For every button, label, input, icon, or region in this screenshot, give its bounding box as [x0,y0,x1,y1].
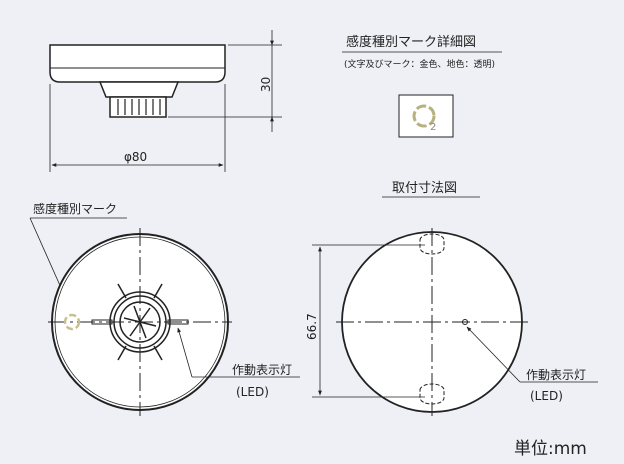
mount-title: 取付寸法図 [392,181,457,196]
side-view [49,44,226,118]
sensitivity-mark-icon: 2 [412,104,436,133]
front-led-sub: (LED) [236,385,269,399]
mount-view [336,228,530,416]
svg-text:2: 2 [430,122,436,133]
pitch-dimension [312,244,425,398]
front-view [48,228,232,416]
front-mark-icon [63,313,81,331]
front-led-label: 作動表示灯 [232,363,292,377]
mark-detail-box [398,94,454,138]
mark-label: 感度種別マーク [33,201,117,216]
mount-led-label: 作動表示灯 [526,368,586,382]
detail-title: 感度種別マーク詳細図 [346,34,476,50]
diameter-dimension [49,84,226,172]
diameter-dim-label: φ80 [124,150,147,164]
unit-label: 単位:mm [514,439,587,459]
detail-note: (文字及びマーク：金色、地色：透明) [344,58,495,70]
height-dim-label: 30 [259,77,273,92]
pitch-dim-label: 66.7 [305,313,319,340]
mount-led-sub: (LED) [530,389,563,403]
